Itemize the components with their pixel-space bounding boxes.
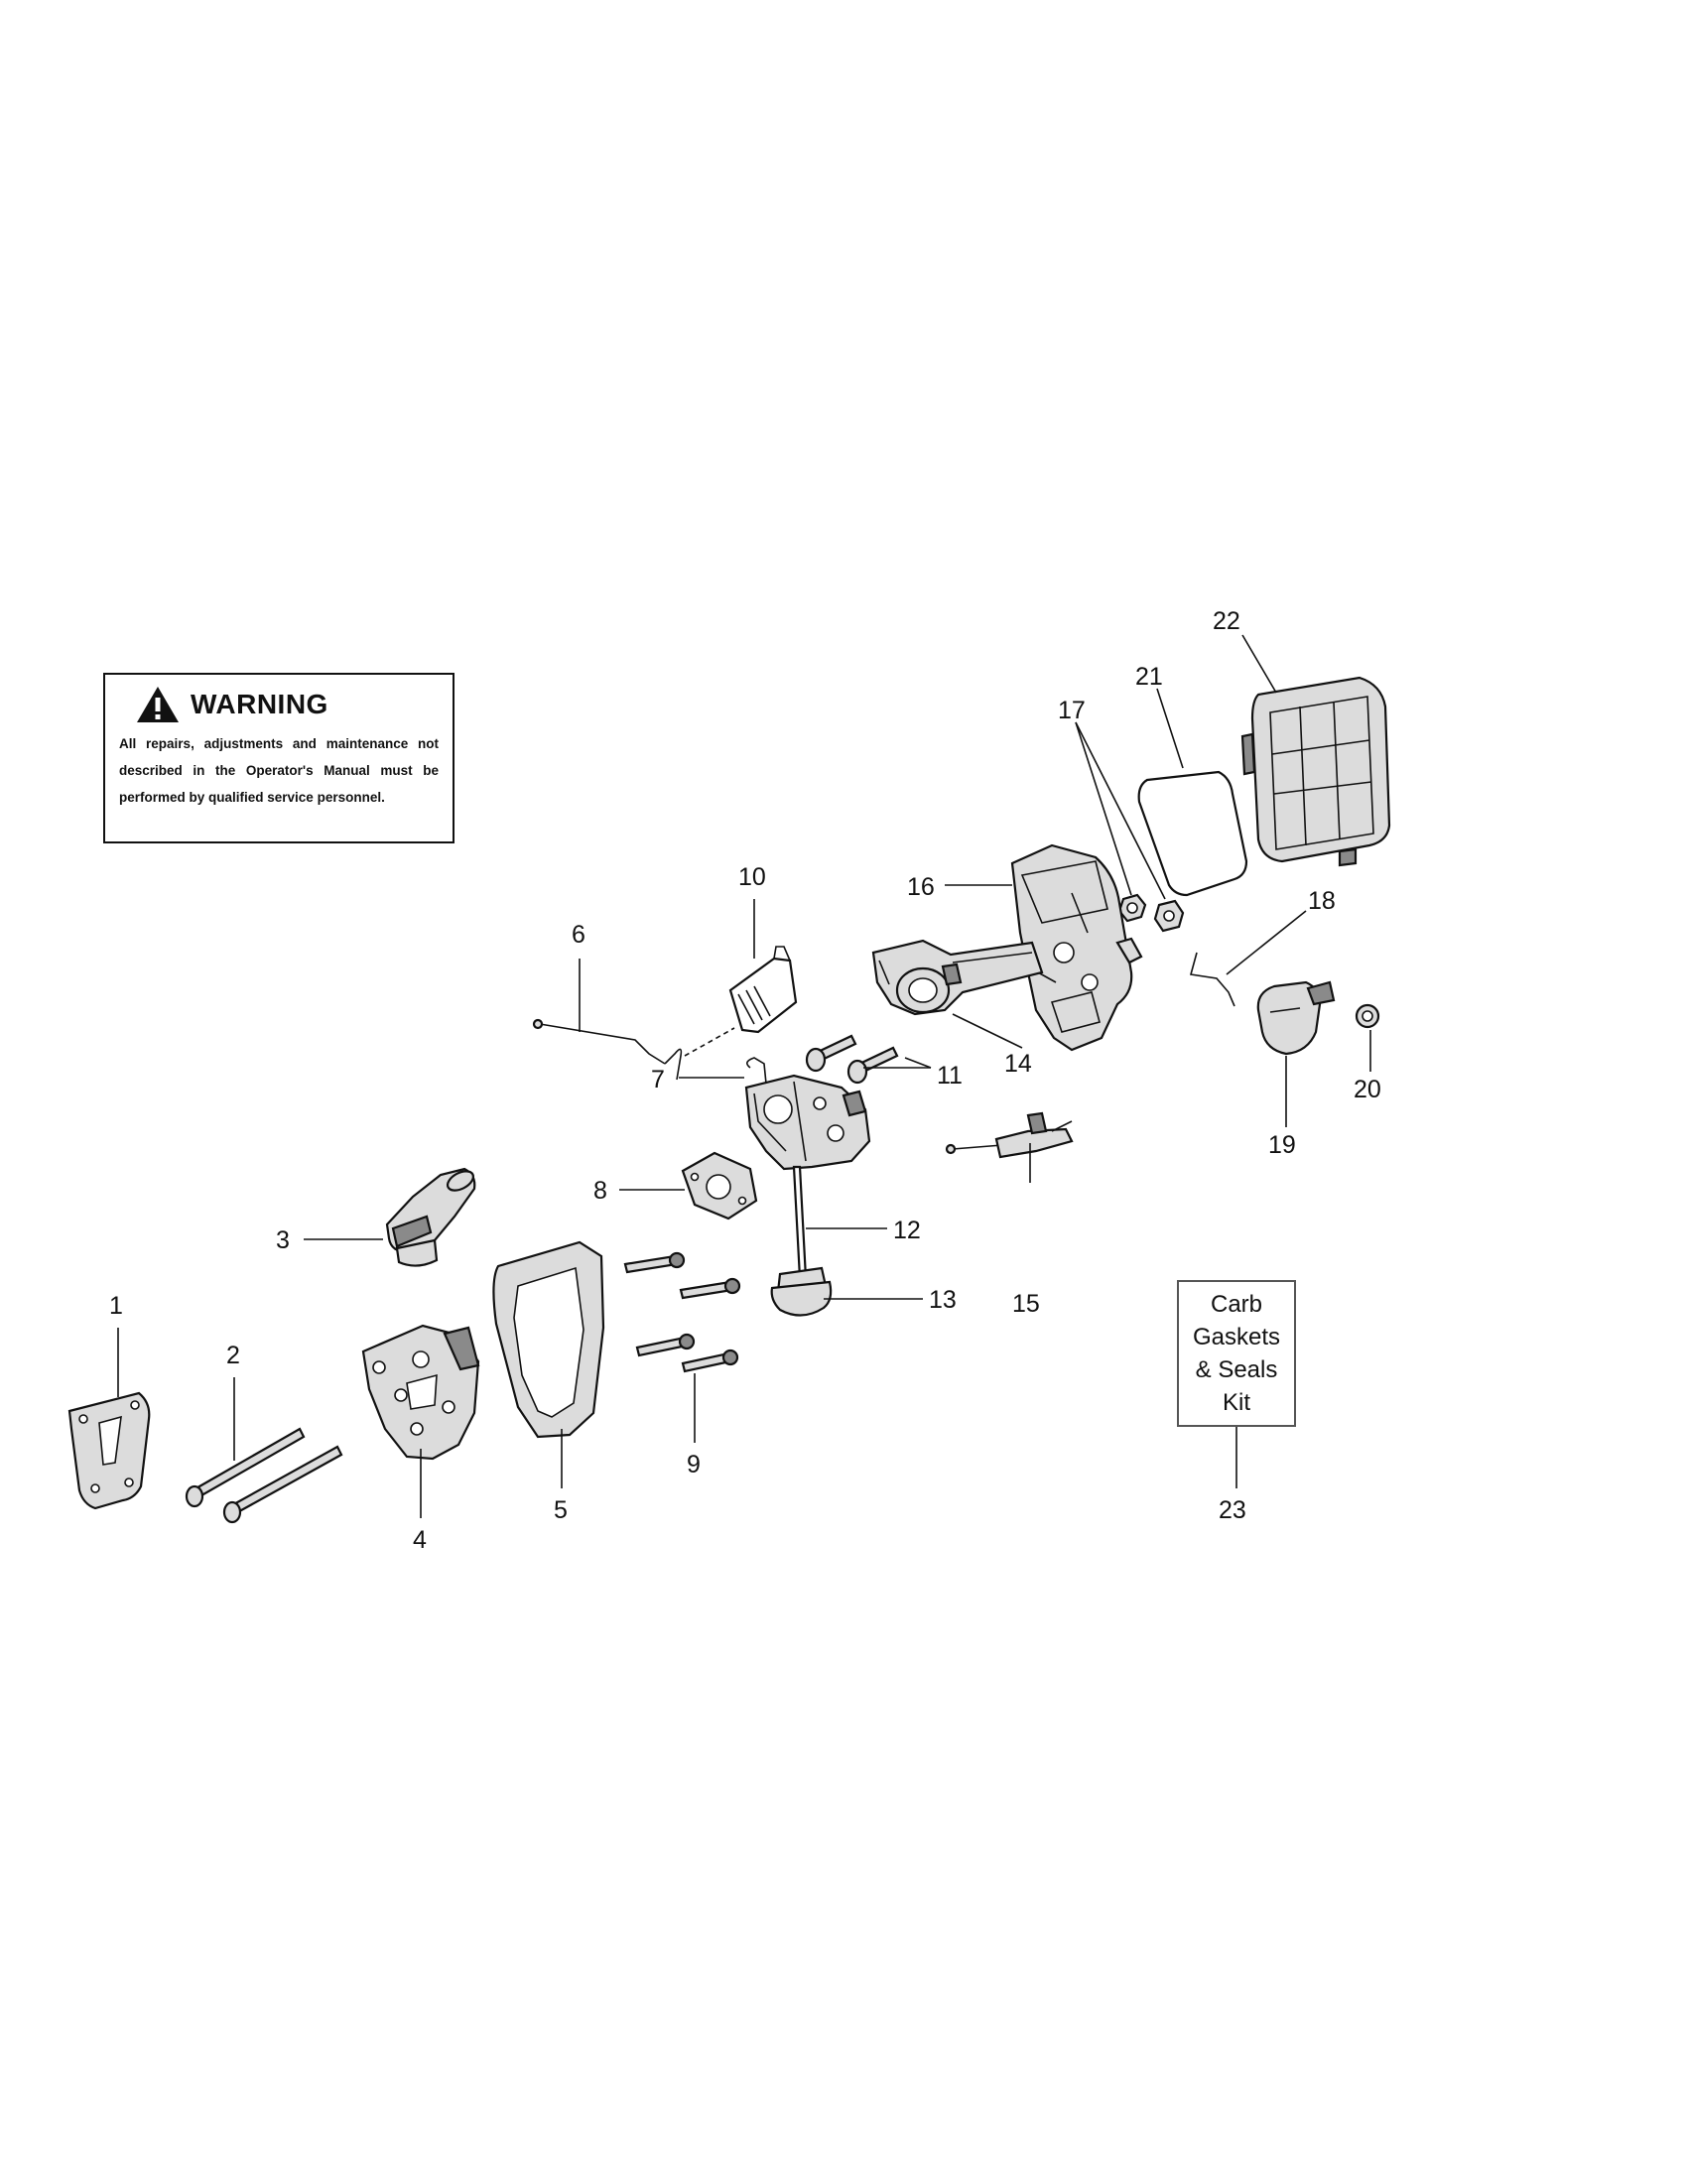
callout-20: 20 <box>1354 1076 1381 1103</box>
warning-title: WARNING <box>191 689 328 719</box>
callout-12: 12 <box>893 1217 921 1244</box>
part-11-screws <box>805 1034 899 1085</box>
callout-6: 6 <box>572 921 585 949</box>
callout-9: 9 <box>687 1451 701 1478</box>
warning-triangle-icon <box>137 687 179 722</box>
part-15-linkage <box>945 1111 1074 1159</box>
warning-header: WARNING <box>135 685 439 724</box>
callout-18: 18 <box>1308 887 1336 915</box>
part-1-intake-gasket <box>67 1391 151 1510</box>
part-12-fuel-line <box>792 1165 808 1280</box>
part-22-filter-cover <box>1240 676 1391 867</box>
part-2-long-bolts <box>185 1427 343 1524</box>
part-19-choke-knob <box>1256 980 1336 1056</box>
callout-21: 21 <box>1135 663 1163 691</box>
part-17-nuts <box>1117 893 1185 933</box>
part-3-intake-elbow <box>385 1167 476 1267</box>
callout-16: 16 <box>907 873 935 901</box>
callout-1: 1 <box>109 1292 123 1320</box>
callout-2: 2 <box>226 1342 240 1369</box>
part-5-gasket <box>492 1240 605 1439</box>
callout-labels: 1 2 3 4 5 6 7 8 9 10 11 12 13 14 15 16 1… <box>109 607 1381 1554</box>
part-9-bolts <box>623 1251 741 1373</box>
kit-box-label: Carb Gaskets & Seals Kit <box>1192 1291 1281 1416</box>
leader-lines <box>117 634 1371 1518</box>
callout-7: 7 <box>651 1066 665 1093</box>
callout-8: 8 <box>593 1177 607 1205</box>
callout-4: 4 <box>413 1526 427 1554</box>
callout-17: 17 <box>1058 697 1086 724</box>
callout-3: 3 <box>276 1226 290 1254</box>
callout-11: 11 <box>937 1062 963 1090</box>
callout-13: 13 <box>929 1286 957 1314</box>
kit-box: Carb Gaskets & Seals Kit <box>1177 1280 1296 1427</box>
part-4-intake-adapter <box>361 1324 480 1461</box>
callout-22: 22 <box>1213 607 1240 635</box>
warning-label: WARNING All repairs, adjustments and mai… <box>103 673 454 843</box>
part-8-gasket <box>681 1151 758 1220</box>
part-16-filter-base <box>1010 843 1143 1052</box>
callout-14: 14 <box>1004 1050 1032 1078</box>
part-6-throttle-rod <box>532 1018 735 1081</box>
callout-15: 15 <box>1012 1290 1040 1318</box>
callout-5: 5 <box>554 1496 568 1524</box>
part-21-air-filter <box>1137 770 1248 897</box>
callout-10: 10 <box>738 863 766 891</box>
callout-23: 23 <box>1219 1496 1246 1524</box>
part-14-intake-bracket <box>871 939 1044 1016</box>
part-20-nut <box>1355 1003 1380 1029</box>
part-10-shield <box>728 946 798 1034</box>
warning-text: All repairs, adjustments and maintenance… <box>119 736 439 805</box>
part-18-spring <box>1189 952 1235 1007</box>
part-7-carburetor <box>744 1057 871 1171</box>
callout-19: 19 <box>1268 1131 1296 1159</box>
part-13-primer-bulb <box>770 1266 833 1317</box>
